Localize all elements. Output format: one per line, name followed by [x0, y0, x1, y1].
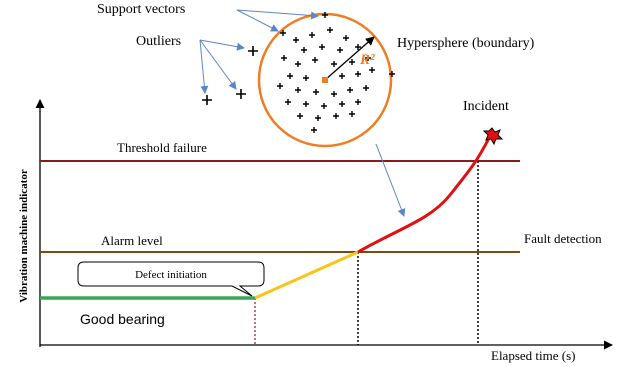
radius-line: [324, 36, 375, 81]
inlier-point: [312, 57, 318, 63]
inlier-point: [293, 37, 299, 43]
y-axis-label: Vibration machine indicator: [18, 169, 30, 303]
hypersphere-label: Hypersphere (boundary): [397, 36, 535, 51]
inlier-point: [315, 115, 321, 121]
inlier-point: [319, 44, 325, 50]
support-vectors-label: Support vectors: [97, 2, 185, 17]
defect-callout-bubble: [77, 261, 265, 297]
inlier-point: [339, 101, 345, 107]
inlier-point: [277, 83, 283, 89]
fault-segment: [357, 135, 492, 254]
outlier-arrow: [199, 39, 209, 94]
support-vector-arrow: [236, 9, 279, 32]
inlier-point: [355, 99, 361, 105]
defect-initiation-label: Defect initiation: [135, 269, 207, 281]
inlier-point: [365, 55, 371, 61]
x-axis-label: Elapsed time (s): [491, 348, 575, 363]
inlier-point: [285, 99, 291, 105]
inlier-point: [327, 27, 333, 33]
inlier-point: [303, 75, 309, 81]
threshold-failure-label: Threshold failure: [117, 140, 207, 155]
inlier-point: [355, 44, 361, 50]
inlier-point: [369, 67, 375, 73]
inlier-point: [311, 127, 317, 133]
outlier-point: [236, 89, 246, 99]
support-vector-point: [322, 12, 328, 18]
inlier-point: [281, 55, 287, 61]
outlier-points: [202, 46, 258, 105]
center-point: [322, 77, 328, 83]
incident-burst-icon: [482, 127, 504, 146]
inlier-point: [363, 85, 369, 91]
radius-label: R²: [359, 52, 375, 68]
hypersphere-to-fault-arrow: [375, 143, 406, 217]
inlier-point: [295, 87, 301, 93]
inlier-point: [339, 73, 345, 79]
alarm-level-label: Alarm level: [101, 233, 163, 248]
inlier-point: [313, 89, 319, 95]
inlier-point: [355, 71, 361, 77]
inlier-point: [331, 61, 337, 67]
inlier-point: [347, 87, 353, 93]
inlier-point: [337, 47, 343, 53]
outlier-arrow: [199, 39, 245, 51]
inlier-point: [303, 101, 309, 107]
inlier-point: [349, 111, 355, 117]
inlier-point: [301, 47, 307, 53]
inlier-point: [295, 61, 301, 67]
inlier-point: [333, 113, 339, 119]
fault-detection-label: Fault detection: [524, 231, 602, 246]
inlier-point: [343, 35, 349, 41]
inlier-point: [287, 73, 293, 79]
support-vector-points: [280, 12, 395, 77]
support-vector-point: [389, 71, 395, 77]
outlier-arrow: [199, 39, 237, 90]
good-bearing-label: Good bearing: [80, 311, 165, 327]
inlier-point: [349, 59, 355, 65]
defect-segment: [254, 250, 359, 300]
outliers-label: Outliers: [136, 34, 181, 49]
inlier-point: [331, 91, 337, 97]
support-vector-arrow: [236, 9, 319, 20]
inlier-point: [297, 113, 303, 119]
support-vector-point: [280, 30, 286, 36]
inlier-point: [309, 32, 315, 38]
annotation-arrows: [199, 9, 406, 217]
outlier-point: [202, 95, 212, 105]
outlier-point: [248, 46, 258, 56]
inlier-points: [277, 27, 375, 133]
incident-label: Incident: [463, 99, 509, 114]
inlier-point: [321, 103, 327, 109]
